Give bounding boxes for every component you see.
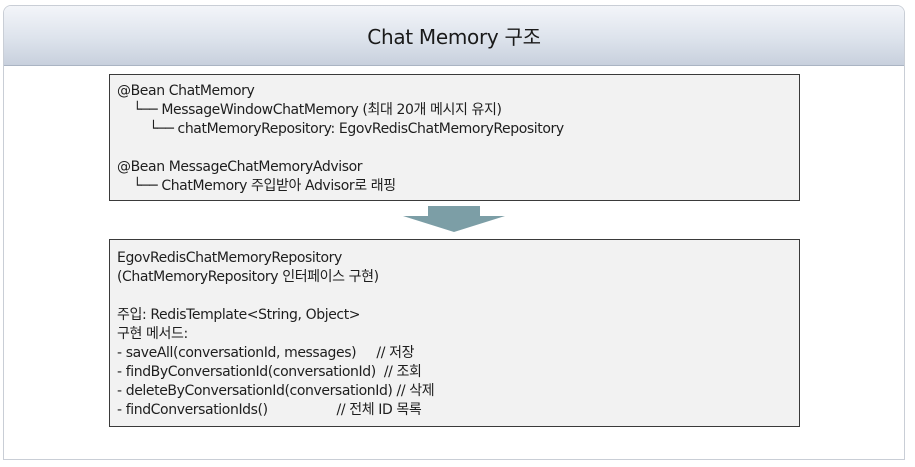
diagram-title: Chat Memory 구조 [367,25,541,49]
redis-repository-box: EgovRedisChatMemoryRepository (ChatMemor… [109,239,800,427]
repository-interface-line: (ChatMemoryRepository 인터페이스 구현) [117,269,379,285]
method-find-line: - findByConversationId(conversationId) /… [117,364,422,380]
injection-line: 주입: RedisTemplate<String, Object> [117,307,361,323]
method-find-ids-line: - findConversationIds() // 전체 ID 목록 [117,402,422,418]
methods-heading-line: 구현 메서드: [117,326,188,342]
chat-memory-bean-box: @Bean ChatMemory └── MessageWindowChatMe… [109,74,800,201]
bean-advisor-line: @Bean MessageChatMemoryAdvisor [117,159,363,175]
chat-memory-repository-line: └── chatMemoryRepository: EgovRedisChatM… [117,121,564,137]
down-arrow-icon [403,206,505,232]
bean-chat-memory-line: @Bean ChatMemory [117,83,255,99]
diagram-header: Chat Memory 구조 [4,6,904,66]
down-arrow-shape [403,206,505,232]
method-delete-line: - deleteByConversationId(conversationId)… [117,383,435,399]
spacer [117,287,799,306]
message-window-chat-memory-line: └── MessageWindowChatMemory (최대 20개 메시지 … [117,102,502,118]
spacer [117,139,799,158]
method-save-all-line: - saveAll(conversationId, messages) // 저… [117,345,415,361]
advisor-wrapping-line: └── ChatMemory 주입받아 Advisor로 래핑 [117,178,396,194]
repository-class-line: EgovRedisChatMemoryRepository [117,250,342,266]
